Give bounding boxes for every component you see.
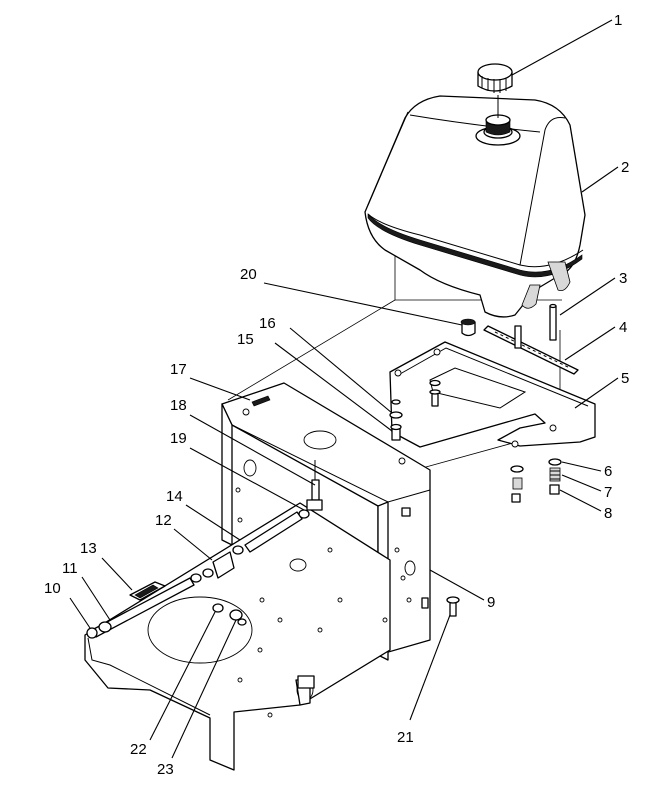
leader-lines bbox=[69, 19, 619, 759]
tank-bracket bbox=[389, 341, 596, 448]
fuel-tank bbox=[364, 95, 586, 318]
callout-labels: 1 2 3 4 5 6 7 8 9 10 11 12 13 14 15 16 1… bbox=[44, 12, 629, 778]
callout-3: 3 bbox=[619, 270, 627, 287]
callout-20: 20 bbox=[240, 266, 257, 283]
callout-1: 1 bbox=[614, 12, 622, 29]
callout-9: 9 bbox=[487, 594, 495, 611]
callout-5: 5 bbox=[621, 370, 629, 387]
stud bbox=[549, 303, 557, 341]
frame bbox=[84, 382, 431, 771]
fitting bbox=[86, 621, 112, 639]
callout-17: 17 bbox=[170, 361, 187, 378]
washer-spring-nut bbox=[548, 458, 562, 495]
strap bbox=[483, 325, 579, 375]
callout-11: 11 bbox=[62, 560, 78, 577]
callout-7: 7 bbox=[604, 484, 612, 501]
plate-nut bbox=[212, 603, 224, 613]
bracket-fasteners bbox=[429, 379, 524, 503]
fuel-filter bbox=[190, 551, 235, 583]
tank-bolt-and-washer bbox=[389, 399, 403, 441]
callout-23: 23 bbox=[157, 761, 174, 778]
callout-2: 2 bbox=[621, 159, 629, 176]
callout-16: 16 bbox=[259, 315, 276, 332]
callout-4: 4 bbox=[619, 319, 627, 336]
fuel-cap bbox=[477, 63, 513, 118]
callout-14: 14 bbox=[166, 488, 183, 505]
frame-decal bbox=[251, 395, 271, 407]
callout-22: 22 bbox=[130, 741, 147, 758]
callout-15: 15 bbox=[237, 331, 254, 348]
callout-13: 13 bbox=[80, 540, 97, 557]
callout-18: 18 bbox=[170, 397, 187, 414]
frame-bolt bbox=[446, 596, 460, 617]
callout-12: 12 bbox=[155, 512, 172, 529]
fuel-line bbox=[232, 511, 303, 555]
callout-8: 8 bbox=[604, 505, 612, 522]
fuel-shutoff-valve bbox=[298, 460, 323, 519]
callout-21: 21 bbox=[397, 729, 414, 746]
callout-19: 19 bbox=[170, 430, 187, 447]
plate-fitting bbox=[229, 609, 247, 626]
callout-6: 6 bbox=[604, 463, 612, 480]
callout-10: 10 bbox=[44, 580, 61, 597]
grommet bbox=[460, 318, 476, 337]
instruction-decal bbox=[129, 581, 166, 601]
